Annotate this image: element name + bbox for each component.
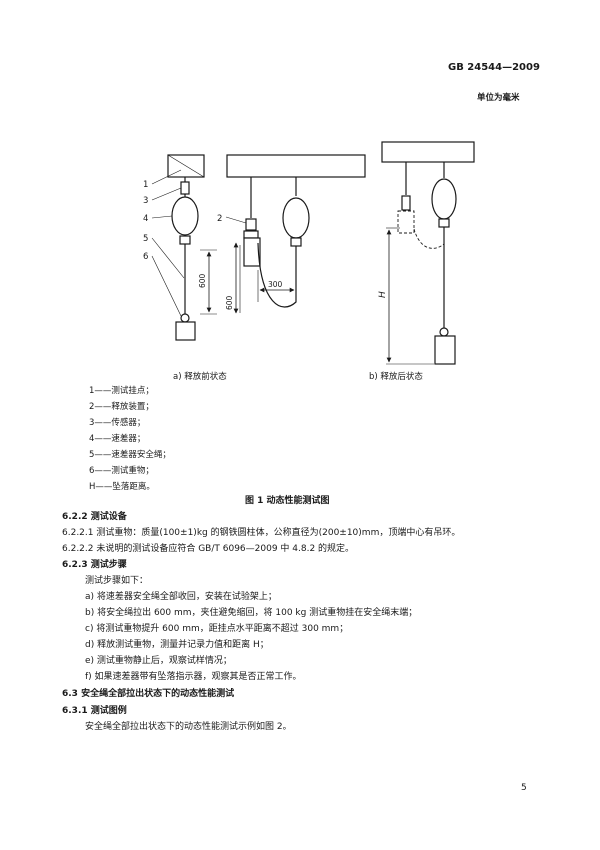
legend-item: 3——传感器；	[89, 418, 146, 428]
step-item: b) 将安全绳拉出 600 mm，夹住避免缩回，将 100 kg 测试重物挂在安…	[85, 608, 418, 618]
legend-item: H——坠落距离。	[89, 482, 155, 492]
para-6-3-1: 安全绳全部拉出状态下的动态性能测试示例如图 2。	[85, 722, 292, 732]
step-item: f) 如果速差器带有坠落指示器，观察其是否正常工作。	[85, 672, 302, 682]
caption-b: b) 释放后状态	[369, 372, 423, 382]
page-number: 5	[521, 783, 527, 793]
callout-4: 4	[143, 214, 148, 224]
right-retractor	[431, 178, 457, 220]
para-6-2-2-2: 6.2.2.2 未说明的测试设备应符合 GB/T 6096—2009 中 4.8…	[62, 544, 355, 554]
callout-3: 3	[143, 196, 148, 206]
right-beam	[381, 141, 475, 163]
heading-6-3-1: 6.3.1 测试图例	[62, 706, 127, 716]
dim-600-middle: 600	[225, 295, 234, 310]
right-test-weight	[434, 335, 456, 365]
callout-6: 6	[143, 252, 148, 262]
release-device	[245, 218, 257, 231]
callout-2: 2	[217, 214, 222, 224]
middle-retractor	[282, 197, 310, 239]
heading-6-2-3: 6.2.3 测试步骤	[62, 560, 127, 570]
standard-number: GB 24544—2009	[448, 62, 540, 73]
heading-6-3: 6.3 安全绳全部拉出状态下的动态性能测试	[62, 689, 235, 699]
figure-1-drawing: 1 3 4 5 6 2 600 600 300 H	[143, 141, 475, 365]
step-item: a) 将速差器安全绳全部收回，安装在试验架上；	[85, 592, 277, 602]
left-test-weight	[175, 321, 196, 341]
step-item: d) 释放测试重物，测量并记录力值和距离 H；	[85, 640, 269, 650]
left-retractor	[171, 196, 199, 236]
legend-item: 6——测试重物；	[89, 466, 154, 476]
dim-H: H	[378, 291, 388, 298]
legend-item: 4——速差器；	[89, 434, 146, 444]
dim-600-left: 600	[198, 273, 207, 288]
caption-a: a) 释放前状态	[173, 372, 227, 382]
steps-intro: 测试步骤如下：	[85, 576, 149, 586]
heading-6-2-2: 6.2.2 测试设备	[62, 512, 127, 522]
legend-item: 2——释放装置；	[89, 402, 154, 412]
callout-1: 1	[143, 180, 148, 190]
left-sensor	[180, 181, 190, 195]
dim-300: 300	[268, 280, 283, 289]
para-6-2-2-1: 6.2.2.1 测试重物：质量(100±1)kg 的钢铁圆柱体，公称直径为(20…	[62, 528, 461, 538]
callout-5: 5	[143, 234, 148, 244]
legend-item: 1——测试挂点；	[89, 386, 154, 396]
middle-beam	[226, 154, 366, 178]
figure-title: 图 1 动态性能测试图	[245, 496, 330, 506]
step-item: e) 测试重物静止后，观察试样情况；	[85, 656, 232, 666]
legend-item: 5——速差器安全绳；	[89, 450, 171, 460]
unit-note: 单位为毫米	[477, 93, 520, 103]
step-item: c) 将测试重物提升 600 mm，距挂点水平距离不超过 300 mm；	[85, 624, 349, 634]
